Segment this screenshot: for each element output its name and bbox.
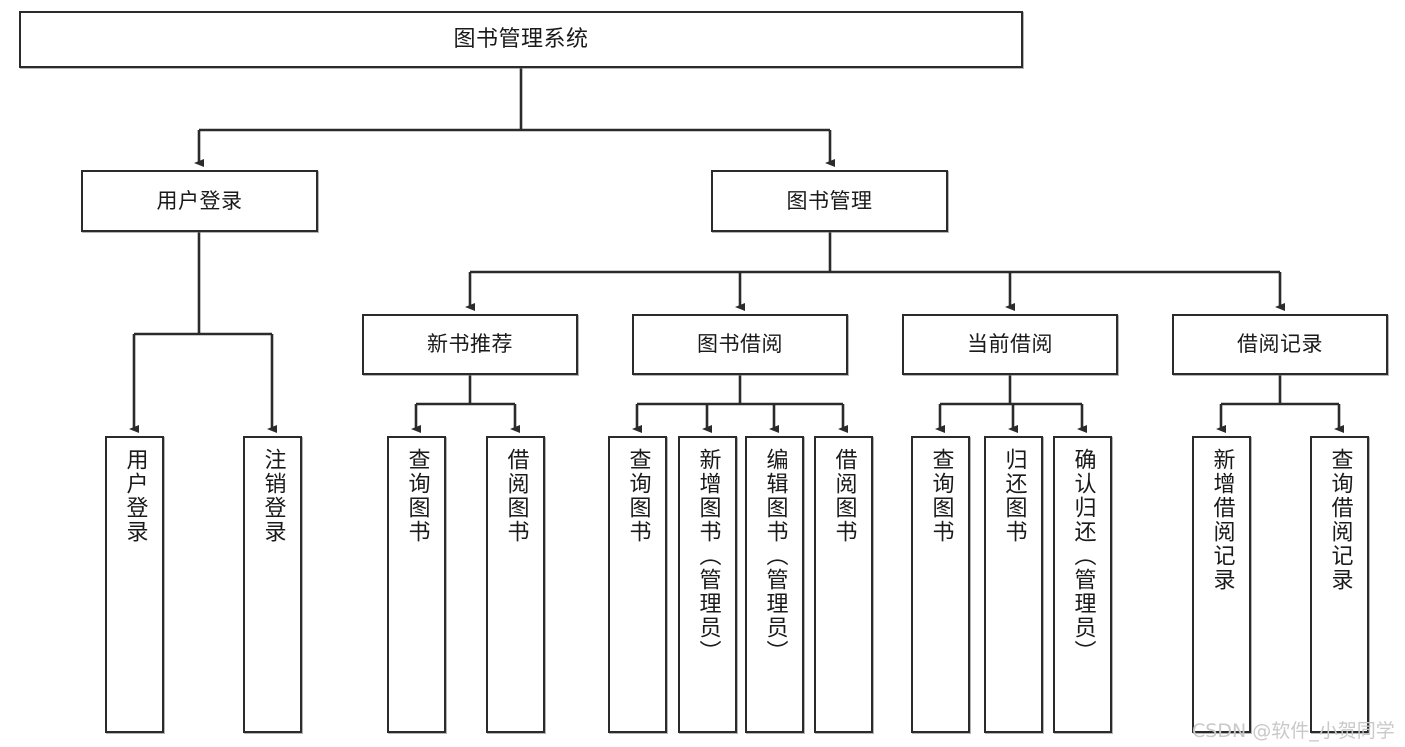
node-borrow-record[interactable]: 借阅记录 <box>1172 314 1388 375</box>
node-root[interactable]: 图书管理系统 <box>19 11 1023 68</box>
node-current-borrow[interactable]: 当前借阅 <box>902 314 1118 375</box>
node-leaf-query-borrow-record-label: 查询借阅记录 <box>1327 448 1353 592</box>
node-leaf-borrow-book-2[interactable]: 借阅图书 <box>814 436 873 733</box>
node-leaf-confirm-return-label: 确认归还（管理员） <box>1070 448 1096 664</box>
node-book-borrow[interactable]: 图书借阅 <box>632 314 848 375</box>
node-leaf-query-book-2-label: 查询图书 <box>625 448 651 544</box>
node-borrow-record-label: 借阅记录 <box>1237 332 1323 357</box>
node-book-manage-label: 图书管理 <box>786 188 873 213</box>
node-leaf-query-book-3[interactable]: 查询图书 <box>911 436 970 733</box>
node-leaf-query-book-1-label: 查询图书 <box>404 448 430 544</box>
node-leaf-confirm-return[interactable]: 确认归还（管理员） <box>1053 436 1112 733</box>
node-leaf-query-book-2[interactable]: 查询图书 <box>608 436 667 733</box>
node-new-book-rec-label: 新书推荐 <box>427 332 513 357</box>
node-leaf-borrow-book-1[interactable]: 借阅图书 <box>486 436 545 733</box>
node-leaf-borrow-book-1-label: 借阅图书 <box>503 448 529 544</box>
node-leaf-add-borrow-record[interactable]: 新增借阅记录 <box>1192 436 1251 733</box>
node-leaf-add-book-label: 新增图书（管理员） <box>695 448 721 664</box>
node-leaf-logout-login-label: 注销登录 <box>260 448 286 544</box>
node-leaf-logout-login[interactable]: 注销登录 <box>243 436 302 733</box>
node-leaf-add-borrow-record-label: 新增借阅记录 <box>1209 448 1235 592</box>
node-leaf-return-book[interactable]: 归还图书 <box>984 436 1043 733</box>
node-leaf-edit-book[interactable]: 编辑图书（管理员） <box>745 436 804 733</box>
node-book-borrow-label: 图书借阅 <box>697 332 783 357</box>
csdn-watermark: CSDN @软件_小贺同学 <box>1192 720 1395 742</box>
node-leaf-query-book-1[interactable]: 查询图书 <box>387 436 446 733</box>
node-leaf-edit-book-label: 编辑图书（管理员） <box>762 448 788 664</box>
node-leaf-return-book-label: 归还图书 <box>1001 448 1027 544</box>
node-leaf-user-login-label: 用户登录 <box>122 448 148 544</box>
node-current-borrow-label: 当前借阅 <box>967 332 1053 357</box>
node-book-manage[interactable]: 图书管理 <box>711 170 948 232</box>
node-leaf-add-book[interactable]: 新增图书（管理员） <box>678 436 737 733</box>
node-leaf-borrow-book-2-label: 借阅图书 <box>831 448 857 544</box>
node-leaf-query-book-3-label: 查询图书 <box>928 448 954 544</box>
node-user-login-label: 用户登录 <box>156 188 243 213</box>
node-leaf-user-login[interactable]: 用户登录 <box>105 436 164 733</box>
node-user-login[interactable]: 用户登录 <box>81 170 318 232</box>
node-leaf-query-borrow-record[interactable]: 查询借阅记录 <box>1310 436 1369 733</box>
node-new-book-rec[interactable]: 新书推荐 <box>362 314 578 375</box>
node-root-label: 图书管理系统 <box>453 26 589 52</box>
